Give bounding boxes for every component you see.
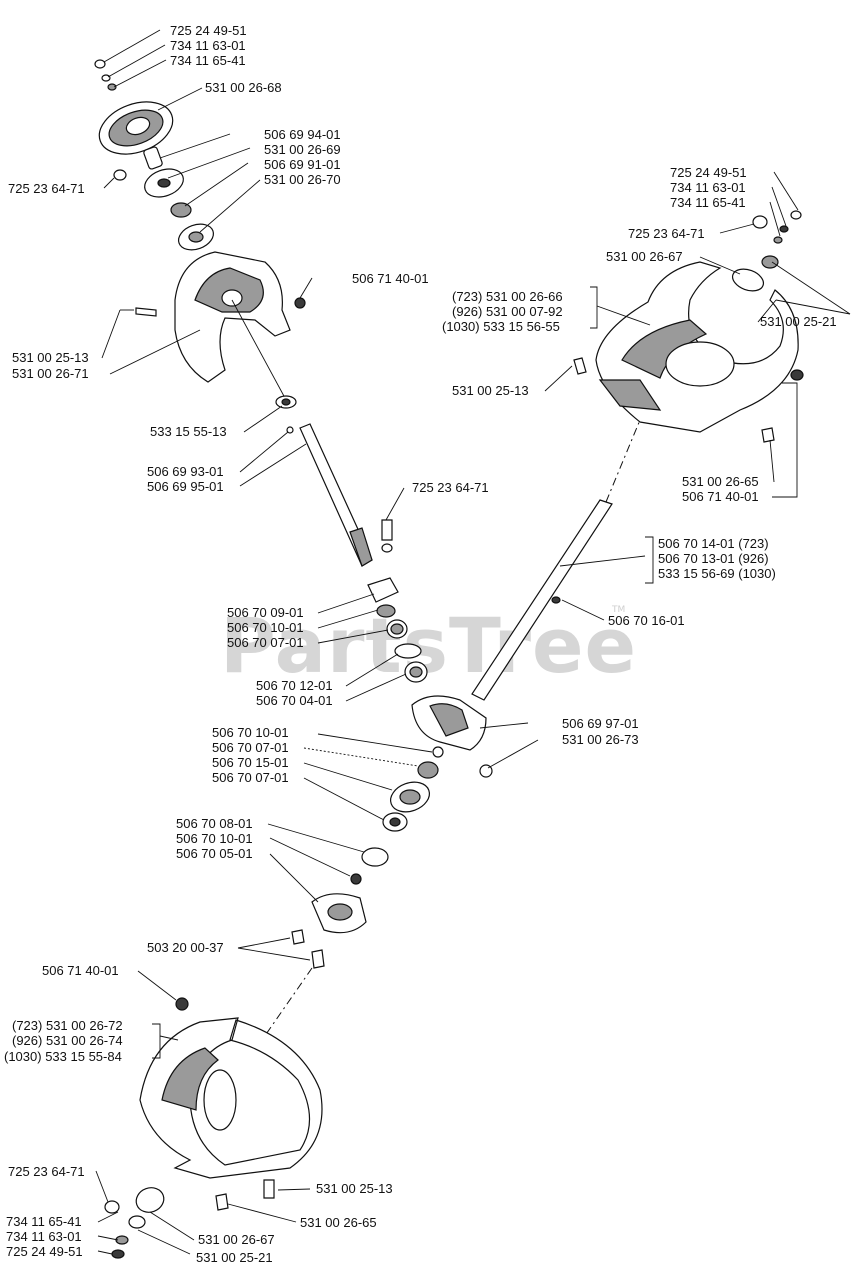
part-label: 734 11 65-41 — [6, 1214, 82, 1229]
part-label: 506 70 16-01 — [608, 613, 685, 628]
part-label: 506 69 93-01 — [147, 464, 224, 479]
part-label: 506 70 10-01 — [176, 831, 253, 846]
right-auger-flighting — [573, 210, 804, 443]
part-label: 725 24 49-51 — [670, 165, 747, 180]
part-label: 531 00 26-67 — [198, 1232, 275, 1247]
trademark-mark: TM — [611, 605, 625, 615]
part-label: 506 69 97-01 — [562, 716, 639, 731]
part-label: 725 24 49-51 — [170, 23, 247, 38]
part-label: 734 11 63-01 — [670, 180, 746, 195]
leader-lines — [95, 29, 851, 1255]
part-label: 531 00 26-70 — [264, 172, 341, 187]
part-label: 506 69 91-01 — [264, 157, 341, 172]
part-label: 734 11 63-01 — [6, 1229, 82, 1244]
part-label: 506 69 95-01 — [147, 479, 224, 494]
part-label: 531 00 25-21 — [196, 1250, 273, 1265]
gearbox-stack — [261, 577, 493, 1041]
part-label: 531 00 26-68 — [205, 80, 282, 95]
upper-drive-shaft — [231, 299, 393, 567]
part-label: 725 23 64-71 — [8, 1164, 85, 1179]
part-label: 725 24 49-51 — [6, 1244, 83, 1259]
part-label: (926) 531 00 07-92 — [452, 304, 563, 319]
part-label: 506 71 40-01 — [42, 963, 119, 978]
part-label: (1030) 533 15 56-55 — [442, 319, 560, 334]
part-label: 506 70 07-01 — [227, 635, 304, 650]
part-label: 734 11 65-41 — [170, 53, 246, 68]
part-label: 725 23 64-71 — [8, 181, 85, 196]
left-auger-flighting — [104, 997, 323, 1259]
part-label: 506 70 14-01 (723) — [658, 536, 769, 551]
part-label: 506 70 10-01 — [212, 725, 289, 740]
part-label: 506 70 09-01 — [227, 605, 304, 620]
part-number-labels: 725 24 49-51 734 11 63-01 734 11 65-41 5… — [4, 23, 837, 1265]
part-label: 506 70 04-01 — [256, 693, 333, 708]
part-label: 725 23 64-71 — [412, 480, 489, 495]
part-label: (1030) 533 15 55-84 — [4, 1049, 122, 1064]
part-label: 506 70 07-01 — [212, 770, 289, 785]
part-label: 506 70 10-01 — [227, 620, 304, 635]
part-label: 531 00 26-71 — [12, 366, 89, 381]
part-label: 506 71 40-01 — [682, 489, 759, 504]
part-label: 734 11 63-01 — [170, 38, 246, 53]
partstree-watermark: PartsTree — [220, 601, 637, 690]
part-label: 531 00 26-65 — [300, 1215, 377, 1230]
part-label: 533 15 56-69 (1030) — [658, 566, 776, 581]
part-label: 503 20 00-37 — [147, 940, 224, 955]
part-label: 531 00 26-73 — [562, 732, 639, 747]
part-label: 506 70 15-01 — [212, 755, 289, 770]
part-label: 506 70 07-01 — [212, 740, 289, 755]
part-label: 506 70 13-01 (926) — [658, 551, 769, 566]
part-label: 531 00 25-13 — [12, 350, 89, 365]
part-label: 531 00 26-67 — [606, 249, 683, 264]
part-label: 531 00 25-13 — [452, 383, 529, 398]
part-label: (926) 531 00 26-74 — [12, 1033, 123, 1048]
part-label: (723) 531 00 26-66 — [452, 289, 563, 304]
part-label: 506 69 94-01 — [264, 127, 341, 142]
part-label: 506 71 40-01 — [352, 271, 429, 286]
auger-drive-tube — [471, 419, 641, 701]
part-label: 533 15 55-13 — [150, 424, 227, 439]
upper-gear-housing — [135, 251, 306, 383]
part-label: 734 11 65-41 — [670, 195, 746, 210]
part-label: 531 00 26-69 — [264, 142, 341, 157]
part-label: 506 70 12-01 — [256, 678, 333, 693]
top-pulley-assembly — [94, 59, 215, 251]
part-label: 531 00 25-13 — [316, 1181, 393, 1196]
part-label: 531 00 25-21 — [760, 314, 837, 329]
part-label: 531 00 26-65 — [682, 474, 759, 489]
part-label: 506 70 08-01 — [176, 816, 253, 831]
part-label: 506 70 05-01 — [176, 846, 253, 861]
part-label: 725 23 64-71 — [628, 226, 705, 241]
part-label: (723) 531 00 26-72 — [12, 1018, 123, 1033]
